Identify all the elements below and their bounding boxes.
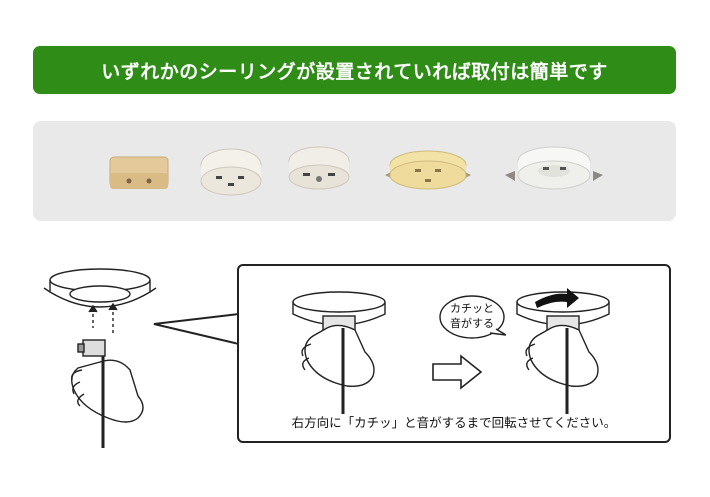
bubble-line-1: カチッと bbox=[450, 302, 494, 315]
insert-adapter-illustration bbox=[43, 268, 157, 448]
ceiling-types-illustrations bbox=[109, 146, 603, 196]
ceiling-types-gallery bbox=[33, 121, 676, 221]
callout-pointer bbox=[153, 313, 240, 345]
ceiling-type-round-slots-icon bbox=[288, 146, 350, 190]
instruction-caption: 右方向に「カチッ」と音がするまで回転させてください。 bbox=[291, 415, 617, 430]
speech-bubble bbox=[439, 295, 506, 339]
bubble-text: カチッと 音がする bbox=[440, 301, 504, 331]
ceiling-type-round-white-icon bbox=[200, 148, 262, 196]
ceiling-type-white-disk-icon bbox=[505, 146, 603, 190]
ceiling-type-block-icon bbox=[109, 156, 169, 189]
rotate-steps-illustration bbox=[292, 288, 610, 414]
title-banner: いずれかのシーリングが設置されていれば取付は簡単です bbox=[33, 46, 676, 94]
bubble-line-2: 音がする bbox=[450, 317, 494, 330]
ceiling-type-cream-disk-icon bbox=[385, 150, 471, 190]
banner-title: いずれかのシーリングが設置されていれば取付は簡単です bbox=[101, 60, 608, 83]
rotate-arrow-icon bbox=[535, 288, 579, 308]
